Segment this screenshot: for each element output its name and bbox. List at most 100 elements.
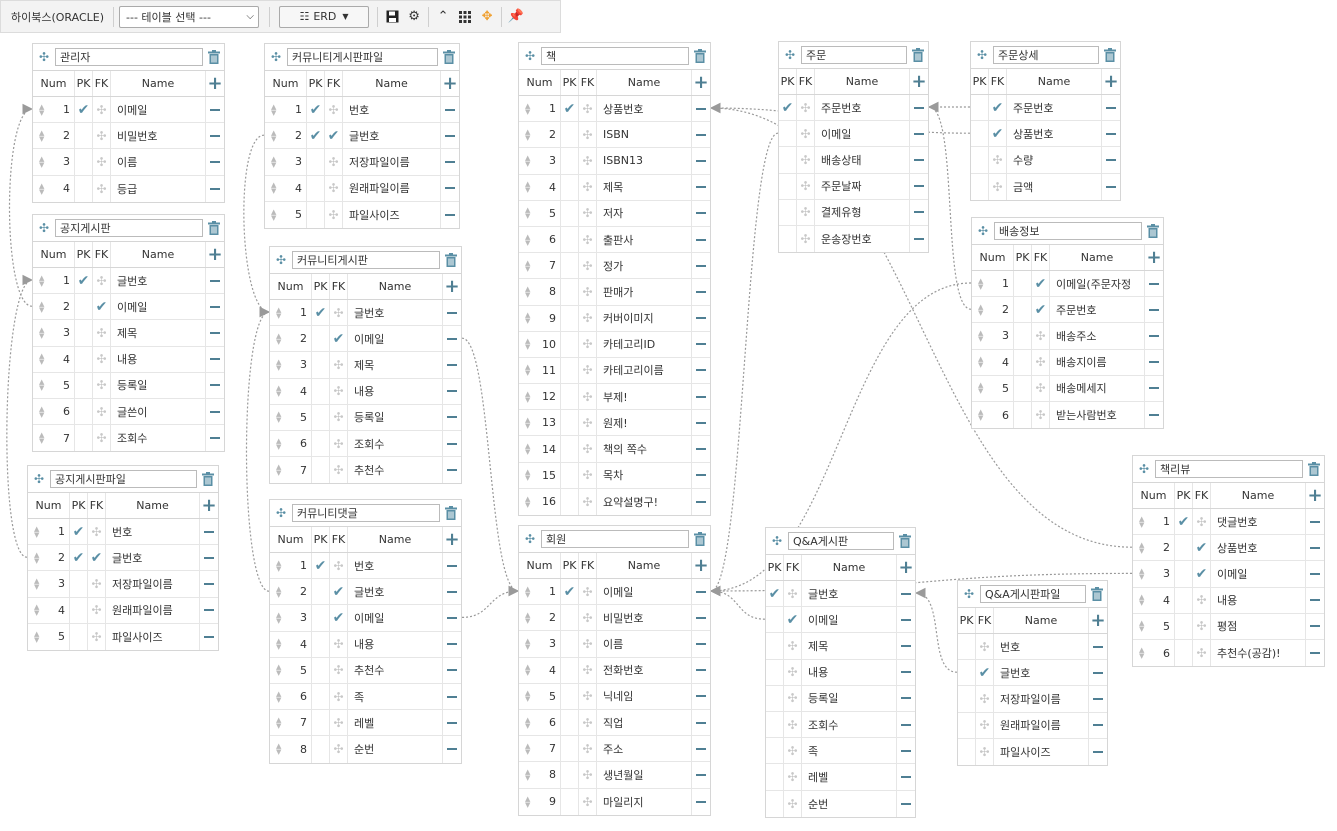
pk-cell[interactable] [312,579,330,605]
remove-column-button[interactable] [1306,614,1324,639]
column-name[interactable]: 글번호 [348,300,443,326]
sort-handle-icon[interactable]: ▲▼ [978,276,984,291]
fk-cell[interactable]: ✔ [976,660,994,686]
settings-icon[interactable]: ⚙ [408,9,420,24]
sort-handle-icon[interactable]: ▲▼ [276,715,282,730]
column-name[interactable]: 부제! [597,384,692,410]
column-name[interactable]: 제목 [348,352,443,378]
remove-column-button[interactable] [443,300,461,325]
pk-cell[interactable] [1014,271,1032,297]
pk-cell[interactable] [561,305,579,331]
column-name[interactable]: 저자 [597,200,692,226]
sort-handle-icon[interactable]: ▲▼ [978,381,984,396]
trash-icon[interactable] [910,48,926,62]
remove-column-button[interactable] [692,96,710,121]
fk-cell[interactable]: ✣ [1032,375,1050,401]
fk-cell[interactable]: ✔ [1032,271,1050,297]
remove-column-button[interactable] [443,710,461,735]
sort-handle-icon[interactable]: ▲▼ [525,389,531,404]
pk-cell[interactable] [779,173,797,199]
sort-handle-icon[interactable]: ▲▼ [276,584,282,599]
sort-handle-icon[interactable]: ▲▼ [525,636,531,651]
remove-column-button[interactable] [692,631,710,656]
pk-cell[interactable] [561,788,579,815]
remove-column-button[interactable] [692,175,710,200]
fk-cell[interactable]: ✣ [330,404,348,430]
remove-column-button[interactable] [897,764,915,789]
remove-column-button[interactable] [443,405,461,430]
remove-column-button[interactable] [1306,535,1324,560]
pk-cell[interactable] [958,634,976,660]
column-name[interactable]: 상품번호 [1007,121,1102,147]
remove-column-button[interactable] [897,633,915,658]
fk-cell[interactable]: ✣ [325,149,343,175]
sort-handle-icon[interactable]: ▲▼ [276,384,282,399]
column-name[interactable]: 내용 [348,631,443,657]
pk-cell[interactable] [1175,613,1193,639]
pk-cell[interactable] [561,436,579,462]
pk-cell[interactable] [561,410,579,436]
fk-cell[interactable]: ✣ [989,147,1007,173]
move-icon[interactable]: ✣ [275,253,287,267]
pk-cell[interactable] [312,457,330,484]
pk-cell[interactable] [312,605,330,631]
column-name[interactable]: 배송상태 [815,147,910,173]
fk-cell[interactable]: ✣ [784,659,802,685]
move-icon[interactable]: ✣ [33,472,45,486]
remove-column-button[interactable] [443,457,461,483]
sort-handle-icon[interactable]: ▲▼ [39,181,45,196]
pk-cell[interactable]: ✔ [312,553,330,579]
trash-icon[interactable] [1089,587,1105,601]
pk-cell[interactable] [766,633,784,659]
sort-handle-icon[interactable]: ▲▼ [525,232,531,247]
sort-handle-icon[interactable]: ▲▼ [525,415,531,430]
table-name-input[interactable]: 책 [541,47,689,65]
pk-cell[interactable] [1175,587,1193,613]
pk-cell[interactable]: ✔ [766,581,784,607]
add-column-button[interactable]: + [200,493,218,518]
pk-cell[interactable] [971,147,989,173]
remove-column-button[interactable] [910,121,928,146]
pk-cell[interactable] [766,738,784,764]
fk-cell[interactable]: ✣ [88,571,106,597]
trash-icon[interactable] [897,534,913,548]
fk-cell[interactable]: ✣ [976,634,994,660]
remove-column-button[interactable] [200,571,218,596]
remove-column-button[interactable] [1145,297,1163,322]
move-icon[interactable]: ✣ [1138,462,1150,476]
column-name[interactable]: 글번호 [106,545,200,571]
fk-cell[interactable]: ✣ [330,736,348,763]
remove-column-button[interactable] [692,306,710,331]
sort-handle-icon[interactable]: ▲▼ [525,363,531,378]
trash-icon[interactable] [206,50,222,64]
pk-cell[interactable] [75,320,93,346]
sort-handle-icon[interactable]: ▲▼ [276,436,282,451]
column-name[interactable]: 파일사이즈 [106,623,200,650]
pk-cell[interactable] [561,200,579,226]
remove-column-button[interactable] [200,624,218,650]
sort-handle-icon[interactable]: ▲▼ [525,494,531,509]
add-column-button[interactable]: + [1145,245,1163,270]
add-column-button[interactable]: + [897,555,915,580]
column-name[interactable]: 이메일 [111,294,206,320]
sort-handle-icon[interactable]: ▲▼ [978,302,984,317]
remove-column-button[interactable] [692,605,710,630]
fk-cell[interactable]: ✣ [797,225,815,253]
fk-cell[interactable]: ✔ [1193,561,1211,587]
pk-cell[interactable] [561,122,579,148]
column-name[interactable]: 이름 [597,631,692,657]
column-name[interactable]: 제목 [597,174,692,200]
fk-cell[interactable]: ✣ [784,738,802,764]
remove-column-button[interactable] [1089,634,1107,659]
remove-column-button[interactable] [910,174,928,199]
column-name[interactable]: 정가 [597,253,692,279]
fk-cell[interactable]: ✔ [330,326,348,352]
sort-handle-icon[interactable]: ▲▼ [34,524,40,539]
sort-handle-icon[interactable]: ▲▼ [525,127,531,142]
remove-column-button[interactable] [1089,686,1107,711]
sort-handle-icon[interactable]: ▲▼ [39,325,45,340]
pk-cell[interactable] [312,404,330,430]
remove-column-button[interactable] [206,347,224,372]
remove-column-button[interactable] [443,379,461,404]
pk-cell[interactable] [75,372,93,398]
